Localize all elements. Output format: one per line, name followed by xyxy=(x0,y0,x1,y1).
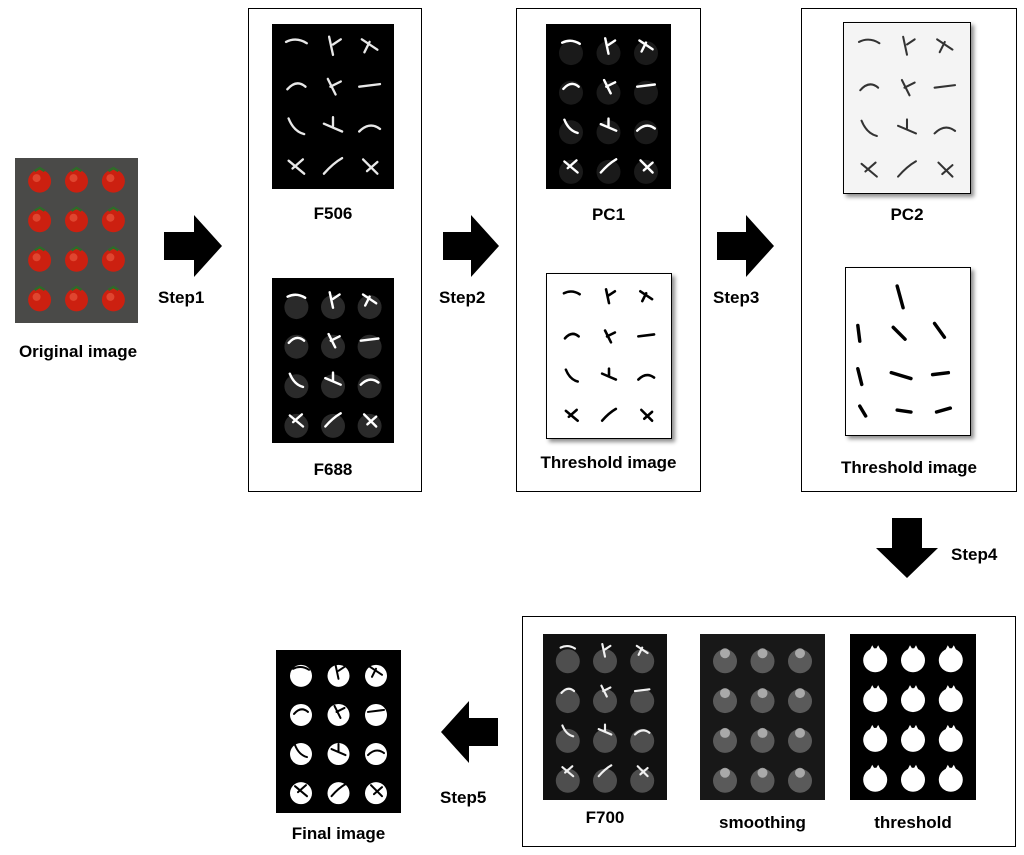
f688-image xyxy=(272,278,394,443)
final-image xyxy=(276,650,401,813)
step4-label: Step4 xyxy=(951,545,998,564)
step5-arrow-icon xyxy=(441,701,498,763)
final-image-caption: Final image xyxy=(291,824,386,843)
smoothing-image xyxy=(700,634,825,800)
threshold-mask-image xyxy=(850,634,976,800)
step4-arrow-icon xyxy=(876,518,938,578)
original-image xyxy=(15,158,138,323)
f506-image xyxy=(272,24,394,189)
f506-caption: F506 xyxy=(313,204,353,223)
pc2-threshold-image xyxy=(845,267,971,436)
pc1-threshold-caption: Threshold image xyxy=(540,453,677,472)
f688-caption: F688 xyxy=(313,460,353,479)
step5-label: Step5 xyxy=(440,788,487,807)
pc2-caption: PC2 xyxy=(890,205,924,224)
f700-caption: F700 xyxy=(585,808,625,827)
pc1-threshold-image xyxy=(546,273,672,439)
f700-image xyxy=(543,634,667,800)
pc2-image xyxy=(843,22,971,194)
step1-arrow-icon xyxy=(164,215,222,277)
smoothing-caption: smoothing xyxy=(719,813,806,832)
step3-label: Step3 xyxy=(713,288,760,307)
step2-arrow-icon xyxy=(443,215,499,277)
pc2-threshold-caption: Threshold image xyxy=(840,458,978,477)
threshold-caption: threshold xyxy=(874,813,952,832)
step1-label: Step1 xyxy=(158,288,205,307)
step3-arrow-icon xyxy=(717,215,774,277)
pc1-caption: PC1 xyxy=(591,205,626,224)
step2-label: Step2 xyxy=(439,288,486,307)
original-image-caption: Original image xyxy=(18,342,138,361)
pc1-image xyxy=(546,24,671,189)
